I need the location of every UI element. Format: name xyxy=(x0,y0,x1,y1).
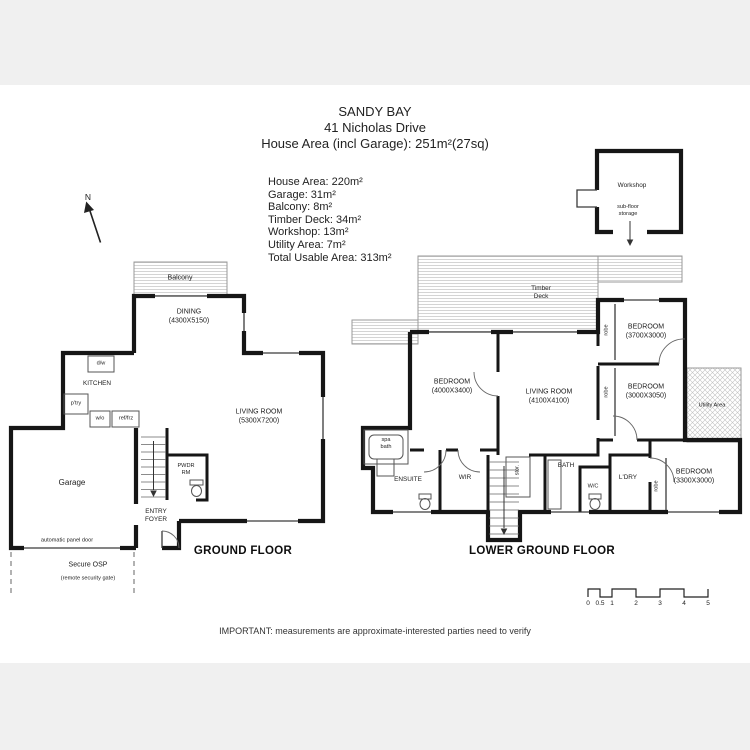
auto-panel-door-label: automatic panel door xyxy=(40,537,94,544)
secure-osp-label: Secure OSP xyxy=(68,561,108,569)
lower-floor-windows-doors xyxy=(393,189,719,513)
lower-floor-interior-walls xyxy=(410,332,685,512)
bottom-margin-band xyxy=(0,663,750,750)
plan-header: SANDY BAY 41 Nicholas Drive House Area (… xyxy=(0,104,750,152)
area-summary-item: Total Usable Area: 313m² xyxy=(268,251,392,264)
scale-tick: 4 xyxy=(682,600,686,607)
scale-tick: 1 xyxy=(610,600,614,607)
ground-floor-title: GROUND FLOOR xyxy=(193,545,293,557)
balcony-label: Balcony xyxy=(167,274,193,282)
hatched-areas xyxy=(133,255,742,443)
north-compass-icon xyxy=(84,201,102,243)
deck-steps-strip xyxy=(351,319,419,345)
kitchen-label: KITCHEN xyxy=(82,380,112,387)
living-room-label: LIVING ROOM (5300X7200) xyxy=(235,408,283,424)
bedroom1-label: BEDROOM (3700X3000) xyxy=(625,323,667,339)
lower-floor-fixtures xyxy=(363,429,602,510)
storage-label: stor. xyxy=(514,464,521,476)
wir-label: WIR xyxy=(458,474,472,481)
ensuite-label: ENSUITE xyxy=(394,476,422,483)
robe2-label: robe xyxy=(603,386,610,398)
dishwasher-label: d/w xyxy=(96,360,106,367)
pantry-label: p'try xyxy=(70,400,82,407)
ground-floor-windows-doors xyxy=(24,295,324,549)
scale-tick: 3 xyxy=(658,600,662,607)
plan-title: SANDY BAY xyxy=(338,104,412,119)
bath-label: BATH xyxy=(557,462,575,469)
dining-room-label: DINING (4300X5150) xyxy=(168,308,210,324)
entry-foyer-label: ENTRY FOYER xyxy=(144,508,168,523)
disclaimer-text: IMPORTANT: measurements are approximate-… xyxy=(219,626,531,636)
powder-room-label: PWDR RM xyxy=(177,463,195,476)
timber-deck-area xyxy=(417,255,599,333)
lower-ground-floor-title: LOWER GROUND FLOOR xyxy=(469,545,615,557)
ground-stairs-arrowhead xyxy=(150,490,157,497)
garage-label: Garage xyxy=(58,478,86,487)
robe1-label: robe xyxy=(603,324,610,336)
area-summary-item: Utility Area: 7m² xyxy=(268,238,346,251)
secure-osp-dashed xyxy=(10,552,135,596)
laundry-label: L'DRY xyxy=(618,474,638,481)
ground-floor-fixtures xyxy=(63,355,204,497)
bedroom4-label: BEDROOM (3300X3000) xyxy=(673,468,715,484)
area-summary-item: Balcony: 8m² xyxy=(268,201,333,214)
area-summary-item: Timber Deck: 34m² xyxy=(268,213,362,226)
timber-deck-label: Timber Deck xyxy=(531,285,551,300)
area-summary-list: House Area: 220m² Garage: 31m² Balcony: … xyxy=(268,176,392,264)
lower-floor-door-arcs xyxy=(423,338,686,483)
ground-floor-interior-walls xyxy=(165,428,209,502)
area-summary-item: Workshop: 13m² xyxy=(268,226,349,239)
top-margin-band xyxy=(0,0,750,85)
wc-label: W/C xyxy=(587,483,599,490)
north-label: N xyxy=(84,192,92,202)
timber-deck-right-strip xyxy=(597,255,683,283)
plan-house-area: House Area (incl Garage): 251m²(27sq) xyxy=(261,136,489,151)
wall-oven-label: w/o xyxy=(95,415,105,422)
fridge-label: ref/frz xyxy=(118,415,134,422)
lower-floor-walls xyxy=(360,148,743,543)
lower-stairs-arrowhead xyxy=(500,528,508,535)
bedroom2-label: BEDROOM (4000X3400) xyxy=(431,378,473,394)
subfloor-storage-label: sub-floor storage xyxy=(617,204,639,217)
ground-floor-walls xyxy=(8,293,326,551)
utility-area-hatch xyxy=(686,367,742,443)
area-summary-item: Garage: 31m² xyxy=(268,188,336,201)
scale-tick: 0.5 xyxy=(595,600,605,607)
bedroom3-label: BEDROOM (3000X3050) xyxy=(625,383,667,399)
scale-tick: 5 xyxy=(706,600,710,607)
plan-address: 41 Nicholas Drive xyxy=(324,120,426,135)
spa-bath-label: spa bath xyxy=(380,437,392,450)
robe3-label: robe xyxy=(653,480,660,492)
lower-living-room-label: LIVING ROOM (4100X4100) xyxy=(525,388,573,404)
workshop-label: Workshop xyxy=(617,182,647,189)
scale-tick: 0 xyxy=(586,600,590,607)
scale-bar-icon xyxy=(587,588,709,598)
utility-area-label: Utility Area xyxy=(698,402,726,409)
secure-osp-note-label: (remote security gate) xyxy=(60,575,116,582)
scale-tick: 2 xyxy=(634,600,638,607)
subfloor-storage-arrowhead xyxy=(626,239,634,246)
area-summary-item: House Area: 220m² xyxy=(268,176,363,188)
